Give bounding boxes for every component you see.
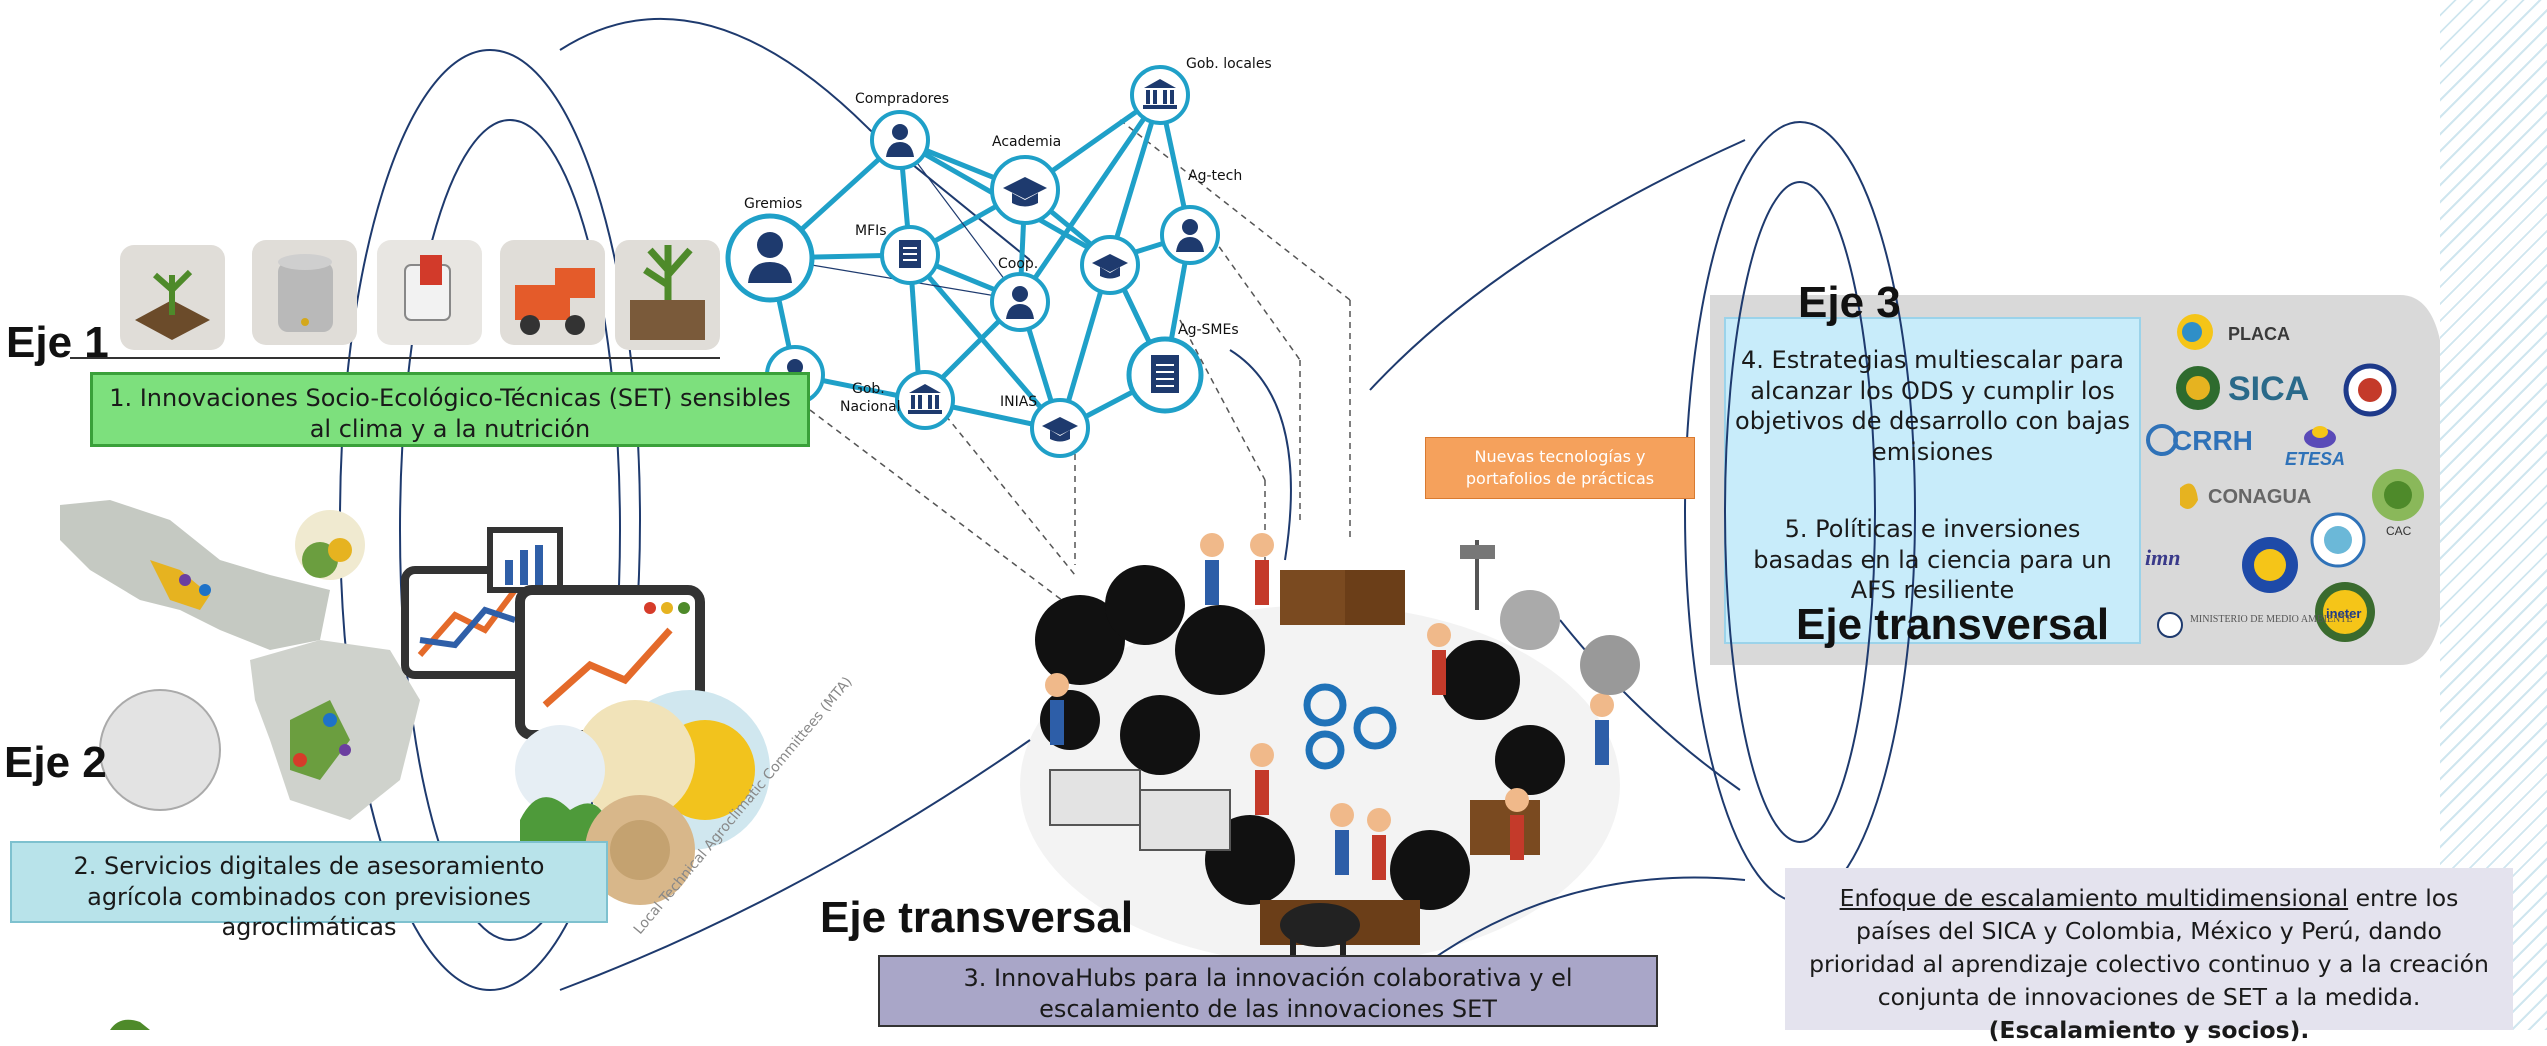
node-academia-icon [990,155,1060,225]
eje1-label: Eje 1 [6,318,109,367]
node-gremios-icon [725,213,815,303]
label-coop: Coop. [998,256,1038,272]
corner-logo-left [110,1019,150,1030]
node-gob-locales-icon [1130,65,1190,125]
eje2-label: Eje 2 [4,738,107,787]
node-mfis-icon [880,225,940,285]
eje2-illustrations [60,500,770,905]
logo-ineter: ineter [2326,606,2361,621]
decorative-stripes [2440,0,2547,1030]
partner-logos: PLACA SICA CRRH ETESA CONAGUA CAC imn in… [2145,314,2424,642]
right-panel-text-5: 5. Políticas e inversiones basadas en la… [1753,515,2112,605]
eje3-label: Eje 3 [1798,278,1901,327]
label-ag-smes: Ag-SMEs [1178,322,1239,338]
node-compradores-icon [870,110,930,170]
label-ag-tech: Ag-tech [1188,168,1242,184]
innovahub-scene [1035,533,1640,955]
eje1-illustrations [120,240,720,350]
label-gob-locales: Gob. locales [1186,56,1272,72]
label-gob-nacional-1: Gob. [852,381,885,397]
escalamiento-body: entre los países del SICA y Colombia, Mé… [1809,884,2489,1011]
network-nodes [725,65,1220,458]
nuevas-tecnologias-box: Nuevas tecnologías y portafolios de prác… [1425,437,1695,499]
logo-etesa: ETESA [2285,449,2345,469]
network-labels: Gremios Compradores Academia Gob. locale… [744,56,1272,415]
label-inias: INIAS [1000,394,1037,410]
label-compradores: Compradores [855,91,949,107]
logo-cac: CAC [2386,524,2412,538]
logo-ministerio: MINISTERIO DE MEDIO AMBIENTE [2190,614,2353,625]
right-panel-text-4: 4. Estrategias multiescalar para alcanza… [1735,346,2130,467]
logo-crrh: CRRH [2172,425,2253,456]
logo-placa: PLACA [2228,324,2290,344]
node-ag-tech-icon [1160,205,1220,265]
eje1-box: 1. Innovaciones Socio-Ecológico-Técnicas… [90,372,810,447]
logo-conagua: CONAGUA [2208,486,2311,508]
node-ag-smes-icon [1126,336,1204,414]
escalamiento-heading: Enfoque de escalamiento multidimensional [1839,884,2349,912]
label-academia: Academia [992,134,1061,150]
label-gremios: Gremios [744,196,802,212]
node-coop-icon [990,272,1050,332]
label-gob-nacional-2: Nacional [840,399,901,415]
logo-sica: SICA [2228,370,2309,408]
eje2-box: 2. Servicios digitales de asesoramiento … [10,841,608,941]
eje3-innovahubs-box: 3. InnovaHubs para la innovación colabor… [878,955,1658,1027]
node-inias-icon [1030,398,1090,458]
logo-imn: imn [2145,545,2180,570]
eje-transversal-center-label: Eje transversal [820,893,1134,942]
escalamiento-description-box: Enfoque de escalamiento multidimensional… [1785,868,2513,1044]
eje-transversal-right-label: Eje transversal [1796,600,2110,649]
node-grad-cap-icon [1080,235,1140,295]
node-gob-nacional-icon [895,370,955,430]
label-mfis: MFIs [855,223,887,239]
